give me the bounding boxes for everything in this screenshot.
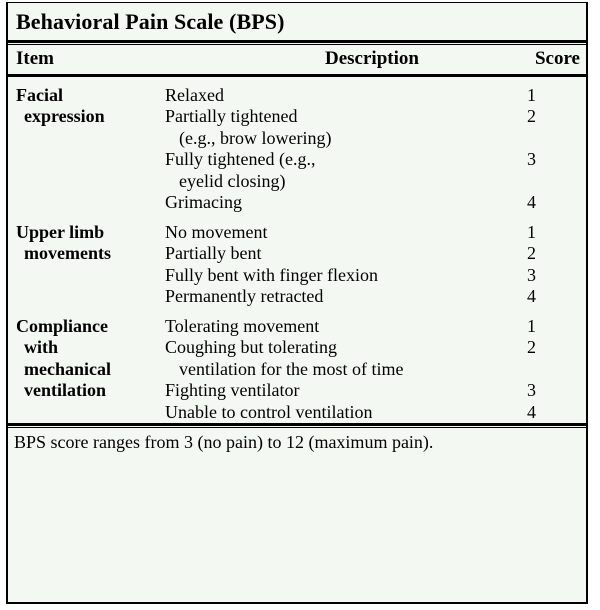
- option-description: Fully tightened (e.g.,eyelid closing): [165, 149, 523, 192]
- option-description: Fighting ventilator: [165, 380, 523, 402]
- option-description: Grimacing: [165, 192, 523, 214]
- option-description: Partially tightened(e.g., brow lowering): [165, 106, 523, 149]
- option-description-text: Unable to control ventilation: [165, 401, 373, 422]
- option-score: 2: [527, 243, 536, 264]
- option-score: 2: [527, 106, 536, 127]
- column-header-row: Item Description Score: [8, 45, 586, 74]
- option-score: 2: [527, 337, 536, 358]
- item-label-line: movements: [24, 243, 111, 264]
- option-description-text: Partially tightened: [165, 106, 298, 127]
- header-divider: [8, 73, 586, 77]
- option-description-text: Fighting ventilator: [165, 380, 300, 401]
- bps-column-header-table: Item Description Score: [8, 45, 586, 74]
- option-description: Permanently retracted: [165, 286, 523, 308]
- option-score: 1: [527, 315, 536, 336]
- option-description-text: Permanently retracted: [165, 286, 324, 307]
- option-description-continuation: ventilation for the most of time: [179, 358, 404, 379]
- page-title: Behavioral Pain Scale (BPS): [16, 9, 285, 34]
- option-score: 4: [527, 192, 536, 213]
- column-header-item: Item: [16, 48, 54, 69]
- option-score: 3: [527, 380, 536, 401]
- option-description-text: Grimacing: [165, 192, 242, 213]
- item-label-line: Compliance: [16, 315, 108, 336]
- option-description-text: No movement: [165, 221, 268, 242]
- option-description: Tolerating movement: [165, 316, 523, 338]
- bps-table-card: Behavioral Pain Scale (BPS) Item Descrip…: [6, 2, 588, 604]
- option-description-continuation: (e.g., brow lowering): [179, 127, 332, 148]
- item-label-line: mechanical: [24, 358, 111, 379]
- footer-divider: [8, 423, 586, 429]
- option-score: 3: [527, 149, 536, 170]
- option-description-continuation: eyelid closing): [179, 170, 286, 191]
- option-description-text: Fully bent with finger flexion: [165, 264, 378, 285]
- item-label-line: expression: [24, 106, 105, 127]
- footer-note: BPS score ranges from 3 (no pain) to 12 …: [14, 432, 434, 453]
- column-header-description: Description: [325, 48, 419, 69]
- option-description-text: Tolerating movement: [165, 315, 320, 336]
- option-description-text: Fully tightened (e.g.,: [165, 149, 316, 170]
- item-label-line: with: [24, 337, 59, 358]
- option-score: 3: [527, 264, 536, 285]
- item-label-line: Upper limb: [16, 221, 105, 242]
- item-label-line: ventilation: [24, 380, 107, 401]
- option-score: 4: [527, 286, 536, 307]
- title-divider: [8, 40, 586, 45]
- option-score: 4: [527, 401, 536, 422]
- option-score: 1: [527, 84, 536, 105]
- option-description-text: Coughing but tolerating: [165, 337, 337, 358]
- option-description: Relaxed: [165, 85, 523, 107]
- option-description: Fully bent with finger flexion: [165, 265, 523, 287]
- item-label-line: Facial: [16, 84, 63, 105]
- option-description: Unable to control ventilation: [165, 402, 523, 424]
- option-description-text: Relaxed: [165, 84, 224, 105]
- option-description-text: Partially bent: [165, 243, 262, 264]
- option-score: 1: [527, 221, 536, 242]
- column-header-score: Score: [534, 48, 580, 69]
- option-description: Partially bent: [165, 243, 523, 265]
- option-description: No movement: [165, 222, 523, 244]
